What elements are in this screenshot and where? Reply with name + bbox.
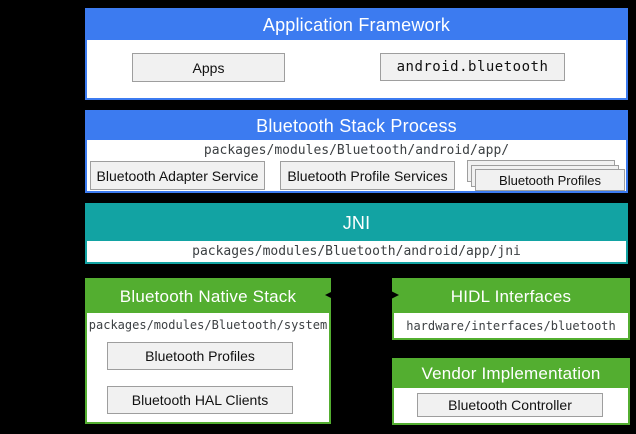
section-jni: JNI packages/modules/Bluetooth/android/a… bbox=[85, 203, 628, 264]
section-title: Bluetooth Stack Process bbox=[256, 115, 457, 136]
section-title: Vendor Implementation bbox=[421, 364, 601, 383]
section-title: JNI bbox=[342, 212, 371, 233]
section-title: Application Framework bbox=[262, 14, 451, 35]
hidl-interfaces-path: hardware/interfaces/bluetooth bbox=[406, 318, 616, 333]
double-arrow-icon bbox=[325, 290, 399, 300]
section-header-bluetooth-stack-process: Bluetooth Stack Process bbox=[87, 112, 626, 140]
bluetooth-profiles-label: Bluetooth Profiles bbox=[145, 348, 255, 364]
bluetooth-adapter-service-label: Bluetooth Adapter Service bbox=[96, 167, 259, 184]
section-header-vendor-implementation: Vendor Implementation bbox=[394, 360, 628, 388]
apps-box: Apps bbox=[132, 53, 285, 82]
bluetooth-profile-services-box: Bluetooth Profile Services bbox=[280, 161, 455, 190]
section-hidl-interfaces: HIDL Interfaces hardware/interfaces/blue… bbox=[392, 278, 630, 340]
apps-box-label: Apps bbox=[192, 59, 225, 76]
section-bluetooth-native-stack: Bluetooth Native Stack packages/modules/… bbox=[85, 278, 331, 424]
section-application-framework: Application Framework Apps android.bluet… bbox=[85, 8, 628, 100]
section-header-application-framework: Application Framework bbox=[87, 10, 626, 40]
section-header-hidl-interfaces: HIDL Interfaces bbox=[394, 280, 628, 313]
bluetooth-native-stack-path: packages/modules/Bluetooth/system bbox=[88, 318, 328, 332]
android-bluetooth-box: android.bluetooth bbox=[380, 53, 565, 81]
section-title: Bluetooth Native Stack bbox=[119, 286, 297, 306]
android-bluetooth-box-label: android.bluetooth bbox=[396, 59, 549, 75]
bluetooth-profiles-box: Bluetooth Profiles bbox=[107, 342, 293, 370]
section-title: HIDL Interfaces bbox=[450, 286, 572, 306]
bluetooth-controller-box: Bluetooth Controller bbox=[417, 393, 603, 417]
section-header-jni: JNI bbox=[87, 205, 626, 241]
bluetooth-profiles-stack-label: Bluetooth Profiles bbox=[499, 172, 601, 188]
jni-path: packages/modules/Bluetooth/android/app/j… bbox=[192, 244, 521, 259]
section-header-bluetooth-native-stack: Bluetooth Native Stack bbox=[87, 280, 329, 313]
bluetooth-hal-clients-label: Bluetooth HAL Clients bbox=[131, 392, 269, 408]
bluetooth-profiles-stack: Bluetooth Profiles bbox=[467, 160, 625, 191]
bluetooth-adapter-service-box: Bluetooth Adapter Service bbox=[90, 161, 265, 190]
bluetooth-hal-clients-box: Bluetooth HAL Clients bbox=[107, 386, 293, 414]
bluetooth-controller-label: Bluetooth Controller bbox=[448, 397, 572, 413]
bluetooth-profiles-stack-front: Bluetooth Profiles bbox=[475, 169, 625, 191]
bluetooth-stack-process-path: packages/modules/Bluetooth/android/app/ bbox=[203, 143, 510, 158]
bluetooth-profile-services-label: Bluetooth Profile Services bbox=[287, 167, 448, 184]
section-bluetooth-stack-process: Bluetooth Stack Process packages/modules… bbox=[85, 110, 628, 193]
section-vendor-implementation: Vendor Implementation Bluetooth Controll… bbox=[392, 358, 630, 425]
